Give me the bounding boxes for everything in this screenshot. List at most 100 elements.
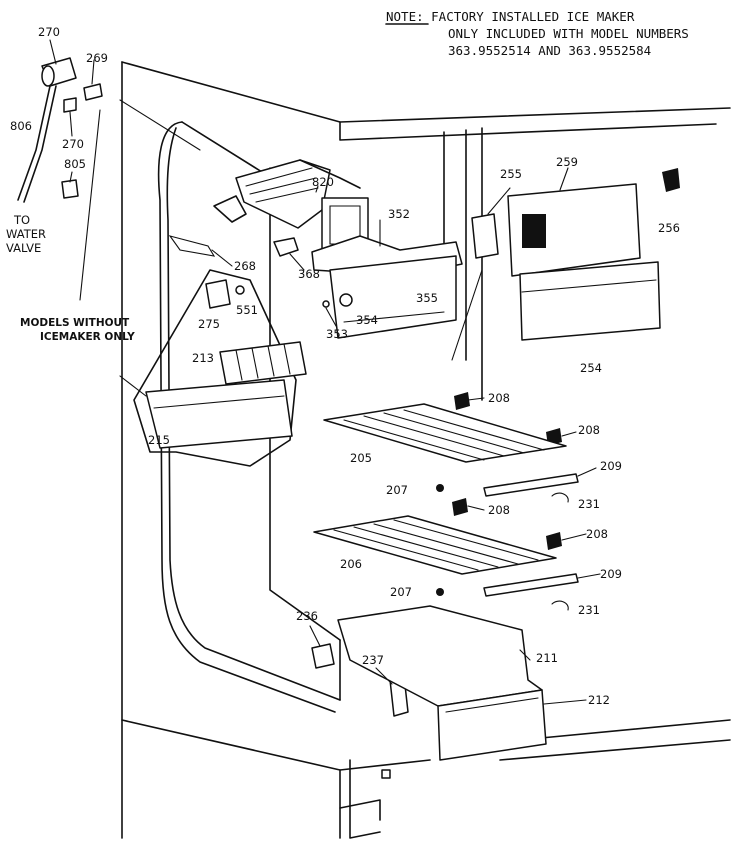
leader-259 bbox=[559, 167, 569, 191]
label-270-top: 270 bbox=[38, 25, 60, 39]
leader-237 bbox=[375, 667, 393, 685]
leader-208d bbox=[561, 533, 587, 541]
stud-207-lower bbox=[436, 588, 444, 596]
label-211: 211 bbox=[536, 651, 558, 665]
callouts: MODELS WITHOUT ICEMAKER ONLY TO WATER VA… bbox=[6, 213, 135, 343]
label-805: 805 bbox=[64, 157, 86, 171]
screw-353 bbox=[322, 300, 330, 308]
fill-tube bbox=[168, 235, 216, 257]
shelf-clip-4 bbox=[546, 532, 562, 550]
label-352: 352 bbox=[388, 207, 410, 221]
cabinet-base-step bbox=[339, 799, 381, 821]
leader-805 bbox=[69, 171, 73, 183]
label-254: 254 bbox=[580, 361, 602, 375]
wire-shelf-upper-rods bbox=[343, 409, 545, 461]
ice-bucket bbox=[145, 379, 293, 449]
ice-bucket-rim bbox=[153, 395, 285, 409]
leader-209a bbox=[577, 467, 597, 477]
liner-back-corner bbox=[269, 167, 341, 641]
shelf-clip-3 bbox=[452, 498, 468, 516]
leader-353 bbox=[325, 307, 337, 327]
leader-820 bbox=[315, 185, 319, 193]
leader-236 bbox=[309, 625, 321, 647]
label-208-b: 208 bbox=[578, 423, 600, 437]
fill-cup bbox=[213, 195, 247, 223]
water-valve-line-2: WATER bbox=[6, 227, 46, 241]
screw-551 bbox=[235, 285, 245, 295]
wire-shelf-lower bbox=[313, 515, 557, 575]
water-tube bbox=[17, 85, 51, 201]
fitting-clip bbox=[63, 97, 77, 113]
gasket-255 bbox=[471, 213, 499, 259]
label-551: 551 bbox=[236, 303, 258, 317]
freezer-cabinet bbox=[121, 61, 731, 839]
cabinet-base bbox=[349, 759, 381, 839]
label-236: 236 bbox=[296, 609, 318, 623]
shelf-clip-1 bbox=[454, 392, 470, 410]
liner-left-inner bbox=[166, 127, 341, 701]
leader-models-without bbox=[119, 375, 147, 397]
label-208-a: 208 bbox=[488, 391, 510, 405]
label-355: 355 bbox=[416, 291, 438, 305]
label-354: 354 bbox=[356, 313, 378, 327]
note-line-2: ONLY INCLUDED WITH MODEL NUMBERS bbox=[448, 26, 689, 41]
small-parts bbox=[17, 57, 680, 717]
icemaker-mold-ribs bbox=[245, 167, 319, 203]
label-205: 205 bbox=[350, 451, 372, 465]
leader-lines bbox=[49, 39, 601, 705]
shelf-rail-lower bbox=[483, 573, 579, 597]
label-269: 269 bbox=[86, 51, 108, 65]
cabinet-top-edge bbox=[121, 61, 731, 123]
ice-tray-cells bbox=[235, 343, 291, 381]
panel-label bbox=[522, 214, 546, 248]
leader-icemaker bbox=[119, 99, 201, 151]
icemaker-arm bbox=[299, 159, 361, 189]
part-labels: 270 269 806 270 805 820 352 255 259 256 … bbox=[10, 25, 680, 707]
label-353: 353 bbox=[326, 327, 348, 341]
label-208-d: 208 bbox=[586, 527, 608, 541]
leader-211 bbox=[519, 649, 531, 661]
models-without-line-2: ICEMAKER ONLY bbox=[40, 331, 135, 343]
nut-354 bbox=[339, 293, 353, 307]
leader-208b bbox=[561, 431, 577, 437]
cabinet-floor-back bbox=[519, 719, 731, 741]
factory-note: NOTE: FACTORY INSTALLED ICE MAKER ONLY I… bbox=[385, 9, 689, 58]
leader-208a bbox=[467, 397, 485, 401]
label-207-a: 207 bbox=[386, 483, 408, 497]
leader-269 bbox=[91, 59, 95, 85]
leader-270b bbox=[69, 111, 73, 137]
leader-212 bbox=[543, 699, 587, 705]
icemaker-bin-rim bbox=[343, 311, 445, 323]
water-fitting-end bbox=[41, 65, 55, 87]
switch-275 bbox=[205, 279, 231, 309]
bracket-236 bbox=[311, 643, 335, 669]
bucket-outline-dashed bbox=[133, 269, 297, 467]
cabinet-floor-back-2 bbox=[499, 739, 731, 761]
label-806: 806 bbox=[10, 119, 32, 133]
fitting-nut bbox=[83, 83, 103, 101]
panel-254-lip bbox=[521, 279, 657, 293]
label-270-lower: 270 bbox=[62, 137, 84, 151]
cabinet-top-inner bbox=[339, 121, 717, 141]
label-212: 212 bbox=[588, 693, 610, 707]
panel-254 bbox=[519, 261, 661, 341]
label-206: 206 bbox=[340, 557, 362, 571]
cabinet-floor-front bbox=[121, 719, 431, 771]
liner-left bbox=[157, 121, 336, 713]
leader-209b bbox=[577, 573, 601, 579]
label-231-b: 231 bbox=[578, 603, 600, 617]
wire-shelf-lower-rods bbox=[333, 519, 539, 571]
bracket-268 bbox=[273, 237, 299, 257]
leader-254-group bbox=[451, 269, 483, 361]
label-237: 237 bbox=[362, 653, 384, 667]
wire-shelves bbox=[313, 403, 579, 597]
drawer-front bbox=[437, 689, 547, 761]
drawer-body bbox=[337, 605, 543, 707]
label-215: 215 bbox=[148, 433, 170, 447]
note-line-1: NOTE: FACTORY INSTALLED ICE MAKER bbox=[386, 9, 635, 24]
stud-207-upper bbox=[436, 484, 444, 492]
label-213: 213 bbox=[192, 351, 214, 365]
label-209-a: 209 bbox=[600, 459, 622, 473]
note-line-3: 363.9552514 AND 363.9552584 bbox=[448, 43, 651, 58]
